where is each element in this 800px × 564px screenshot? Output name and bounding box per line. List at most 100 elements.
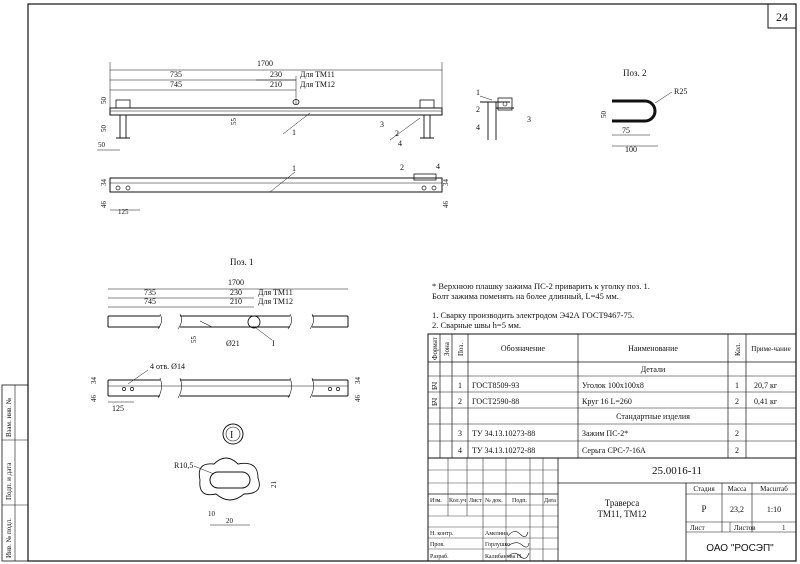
stamp-inv-podl: Инв. № подл.	[5, 518, 13, 558]
dim-745: 745	[170, 80, 182, 89]
poz1-dim-230: 230	[230, 288, 242, 297]
tb-stage-h: Стадия	[693, 485, 715, 493]
poz2-d75: 75	[622, 126, 630, 135]
spec-row1-format: БЧ	[431, 381, 439, 390]
poz2-detail: Поз. 2 R25 50 75 100	[600, 68, 687, 154]
spec-h-designation: Обозначение	[501, 344, 546, 353]
spec-row2-qty: 2	[735, 397, 739, 406]
detail-r105: R10,5	[174, 461, 193, 470]
poz1-note-tm12: Для ТМ12	[258, 297, 293, 306]
dim-50-a: 50	[100, 97, 108, 105]
poz1-dim-46r: 46	[354, 395, 362, 403]
section-pos-1: 1	[476, 88, 480, 97]
spec-row3-pos: 3	[458, 429, 462, 438]
detail-d20: 20	[226, 517, 234, 525]
poz1-note-tm11: Для ТМ11	[258, 288, 293, 297]
note-2: 2. Сварные швы h=5 мм.	[432, 320, 521, 330]
spec-section-details: Детали	[641, 365, 666, 374]
poz1-detail: Поз. 1 1700 735 230 Для ТМ11 745 210 Для…	[90, 257, 362, 413]
poz1-dim-210: 210	[230, 297, 242, 306]
poz1-dim-46: 46	[90, 395, 98, 403]
spec-h-note: Приме-чание	[751, 345, 790, 353]
poz2-d100: 100	[625, 145, 637, 154]
detail-d21: 21	[270, 481, 278, 489]
spec-row1-name: Уголок 100х100х8	[582, 381, 644, 390]
section-pos-2: 2	[476, 105, 480, 114]
spec-row1-designation: ГОСТ8509-93	[472, 381, 519, 390]
view2-pos-1: 1	[292, 164, 296, 173]
beam-top	[109, 177, 443, 193]
view2-pos-4: 4	[436, 162, 440, 171]
spec-row2-designation: ГОСТ2590-88	[472, 397, 519, 406]
spec-row4-name: Серьга СРС-7-16А	[582, 446, 646, 455]
dim-210: 210	[270, 80, 282, 89]
spec-h-pos: Поз.	[457, 343, 465, 356]
tb-name-1: Амелина	[485, 531, 508, 537]
stamp-podp-data: Подп. и дата	[5, 462, 13, 500]
poz2-title: Поз. 2	[623, 68, 647, 78]
section-pos-4: 4	[476, 123, 480, 132]
note-tm12: Для ТМ12	[300, 80, 335, 89]
tb-scale-h: Масштаб	[760, 485, 788, 493]
view2-dim-46r: 46	[442, 201, 450, 209]
sheet-number-box	[767, 3, 797, 29]
spec-row4-qty: 2	[735, 446, 739, 455]
view1-pos-3: 3	[380, 120, 384, 129]
doc-code: 25.0016-11	[652, 465, 702, 477]
spec-h-qty: Кол.	[734, 343, 742, 356]
spec-table: Формат Зона Поз. Обозначение Наименовани…	[427, 333, 797, 459]
tb-scale: 1:10	[767, 505, 781, 514]
tb-role-1: Н. контр.	[430, 531, 454, 537]
spec-row3-designation: ТУ 34.13.10273-88	[472, 429, 535, 438]
poz1-dim-34: 34	[90, 377, 98, 385]
poz1-dim-125: 125	[112, 404, 124, 413]
spec-row1-pos: 1	[458, 381, 462, 390]
spec-row2-format: БЧ	[431, 397, 439, 406]
view-front: 1700 735 230 Для ТМ11 745 210 Для ТМ12 5…	[97, 59, 443, 151]
tb-mass: 23,2	[730, 505, 744, 514]
notes: * Верхнюю плашку зажима ПС-2 приварить к…	[432, 281, 650, 330]
tb-hdr-list: Лист	[469, 498, 482, 504]
dim-50-b: 50	[100, 125, 108, 133]
poz2-r25: R25	[674, 87, 687, 96]
detail-mark: I	[230, 430, 233, 441]
dim-50-c: 50	[98, 141, 106, 149]
spec-h-zone: Зона	[443, 341, 451, 356]
poz1-dim-55: 55	[190, 336, 198, 344]
spec-row2-pos: 2	[458, 397, 462, 406]
tb-mass-h: Масса	[728, 485, 748, 493]
spec-h-format: Формат	[431, 337, 439, 360]
view-top: 34 46 125 1 2 4 34 46	[100, 162, 450, 216]
poz1-dim-d21: Ø21	[226, 339, 240, 348]
spec-row4-pos: 4	[458, 446, 462, 455]
view1-pos-1: 1	[292, 128, 296, 137]
tb-sheets: 1	[782, 524, 786, 532]
poz1-dim-735: 735	[144, 288, 156, 297]
sheet-number: 24	[776, 10, 788, 24]
note-tm11: Для ТМ11	[300, 70, 335, 79]
spec-row3-qty: 2	[735, 429, 739, 438]
poz1-dim-34r: 34	[354, 377, 362, 385]
dim-735: 735	[170, 70, 182, 79]
tb-org: ОАО "РОСЭП"	[706, 543, 774, 554]
beam-front	[109, 107, 443, 116]
sheet-frame	[27, 3, 797, 562]
dim-230: 230	[270, 70, 282, 79]
poz1-dim-745: 745	[144, 297, 156, 306]
tb-hdr-data: Дата	[544, 498, 556, 504]
spec-row3-name: Зажим ПС-2*	[582, 429, 628, 438]
tb-role-2: Пров.	[430, 542, 445, 548]
section-pos-3: 3	[527, 115, 531, 124]
dim-34: 34	[100, 179, 108, 187]
tb-sheet-h: Лист	[690, 524, 705, 532]
detail-i: I R10,5 21 10 20	[174, 423, 278, 526]
spec-row4-designation: ТУ 34.13.10272-88	[472, 446, 535, 455]
tb-stage: Р	[701, 504, 706, 514]
view1-pos-2: 2	[395, 129, 399, 138]
note-star-2: Болт зажима поменять на более длинный, L…	[432, 291, 619, 301]
tb-product-2: ТМ11, ТМ12	[598, 509, 647, 519]
poz1-dim-1700: 1700	[228, 278, 244, 287]
side-stamp: Взам. инв. № Подп. и дата Инв. № подл.	[1, 384, 29, 562]
spec-section-standard: Стандартные изделия	[616, 412, 690, 421]
